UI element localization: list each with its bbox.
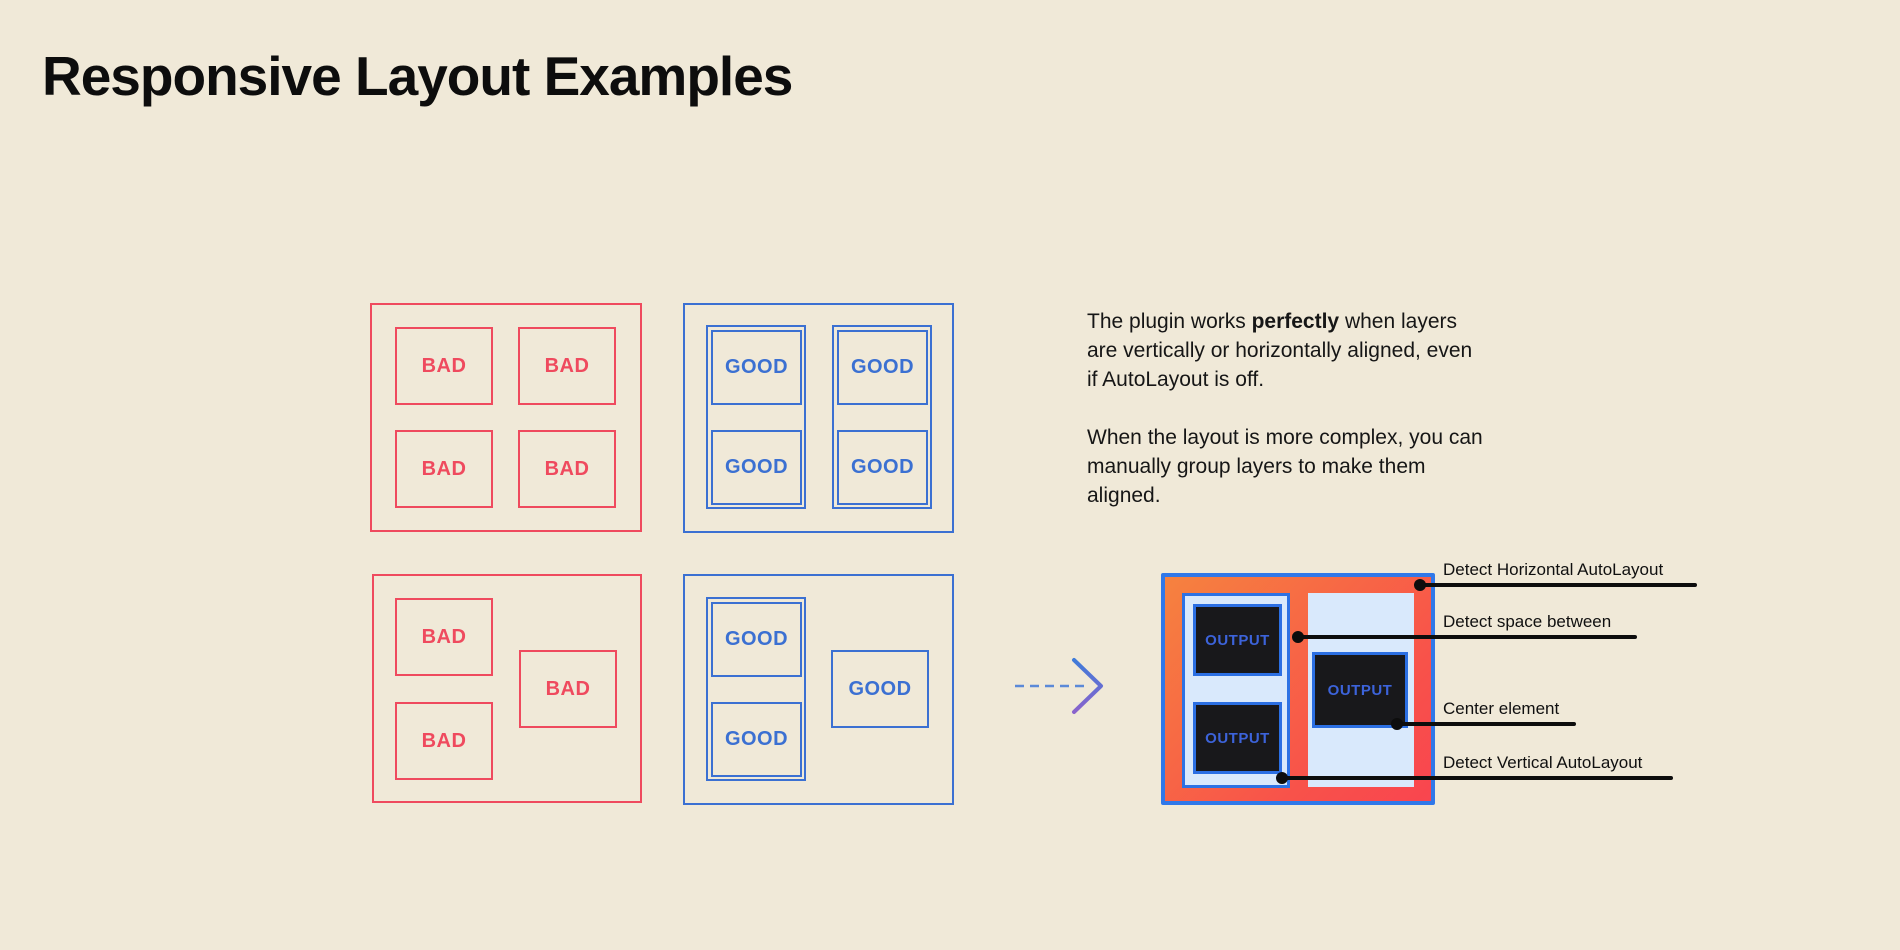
output-box: OUTPUT xyxy=(1193,702,1282,774)
bad-box: BAD xyxy=(395,430,493,508)
annotation-line xyxy=(1298,635,1637,639)
description-paragraph-2: When the layout is more complex, you can… xyxy=(1087,426,1483,507)
good-box: GOOD xyxy=(711,602,802,677)
good-grid-grouped-panel: GOOD GOOD GOOD GOOD xyxy=(683,303,954,533)
output-box: OUTPUT xyxy=(1193,604,1282,676)
bad-box: BAD xyxy=(395,702,493,780)
bad-box: BAD xyxy=(518,327,616,405)
bad-box: BAD xyxy=(395,327,493,405)
good-box: GOOD xyxy=(837,330,928,405)
annotation-dot-vertical-autolayout xyxy=(1276,772,1288,784)
annotation-line xyxy=(1420,583,1697,587)
annotation-line xyxy=(1397,722,1576,726)
description-paragraph-1: The plugin works perfectly when layers a… xyxy=(1087,310,1473,391)
good-box: GOOD xyxy=(711,702,802,777)
bad-grid-aligned-panel: BAD BAD BAD BAD xyxy=(370,303,642,532)
output-vertical-group: OUTPUT OUTPUT xyxy=(1182,593,1290,788)
good-group-left: GOOD GOOD xyxy=(706,325,806,509)
good-group-left: GOOD GOOD xyxy=(706,597,806,781)
annotation-label-center-element: Center element xyxy=(1443,699,1560,718)
bad-box: BAD xyxy=(395,598,493,676)
good-group-right: GOOD GOOD xyxy=(832,325,932,509)
bold-perfectly: perfectly xyxy=(1251,310,1340,333)
annotation-dot-horizontal-autolayout xyxy=(1414,579,1426,591)
output-autolayout-panel: OUTPUT OUTPUT OUTPUT xyxy=(1161,573,1435,805)
good-box: GOOD xyxy=(711,430,802,505)
page-title: Responsive Layout Examples xyxy=(42,45,793,107)
annotation-label-space-between: Detect space between xyxy=(1443,612,1612,631)
output-box-centered: OUTPUT xyxy=(1312,652,1408,728)
annotation-label-horizontal-autolayout: Detect Horizontal AutoLayout xyxy=(1443,560,1664,579)
annotation-dot-space-between xyxy=(1292,631,1304,643)
arrow-right-icon xyxy=(1015,658,1103,714)
annotation-dot-center-element xyxy=(1391,718,1403,730)
good-box: GOOD xyxy=(711,330,802,405)
good-box: GOOD xyxy=(831,650,929,728)
good-complex-grouped-panel: GOOD GOOD GOOD xyxy=(683,574,954,805)
good-box: GOOD xyxy=(837,430,928,505)
bad-misaligned-panel: BAD BAD BAD xyxy=(372,574,642,803)
bad-box: BAD xyxy=(519,650,617,728)
annotation-line xyxy=(1282,776,1673,780)
bad-box: BAD xyxy=(518,430,616,508)
description-text: The plugin works perfectly when layers a… xyxy=(1087,307,1487,539)
annotation-label-vertical-autolayout: Detect Vertical AutoLayout xyxy=(1443,753,1643,772)
